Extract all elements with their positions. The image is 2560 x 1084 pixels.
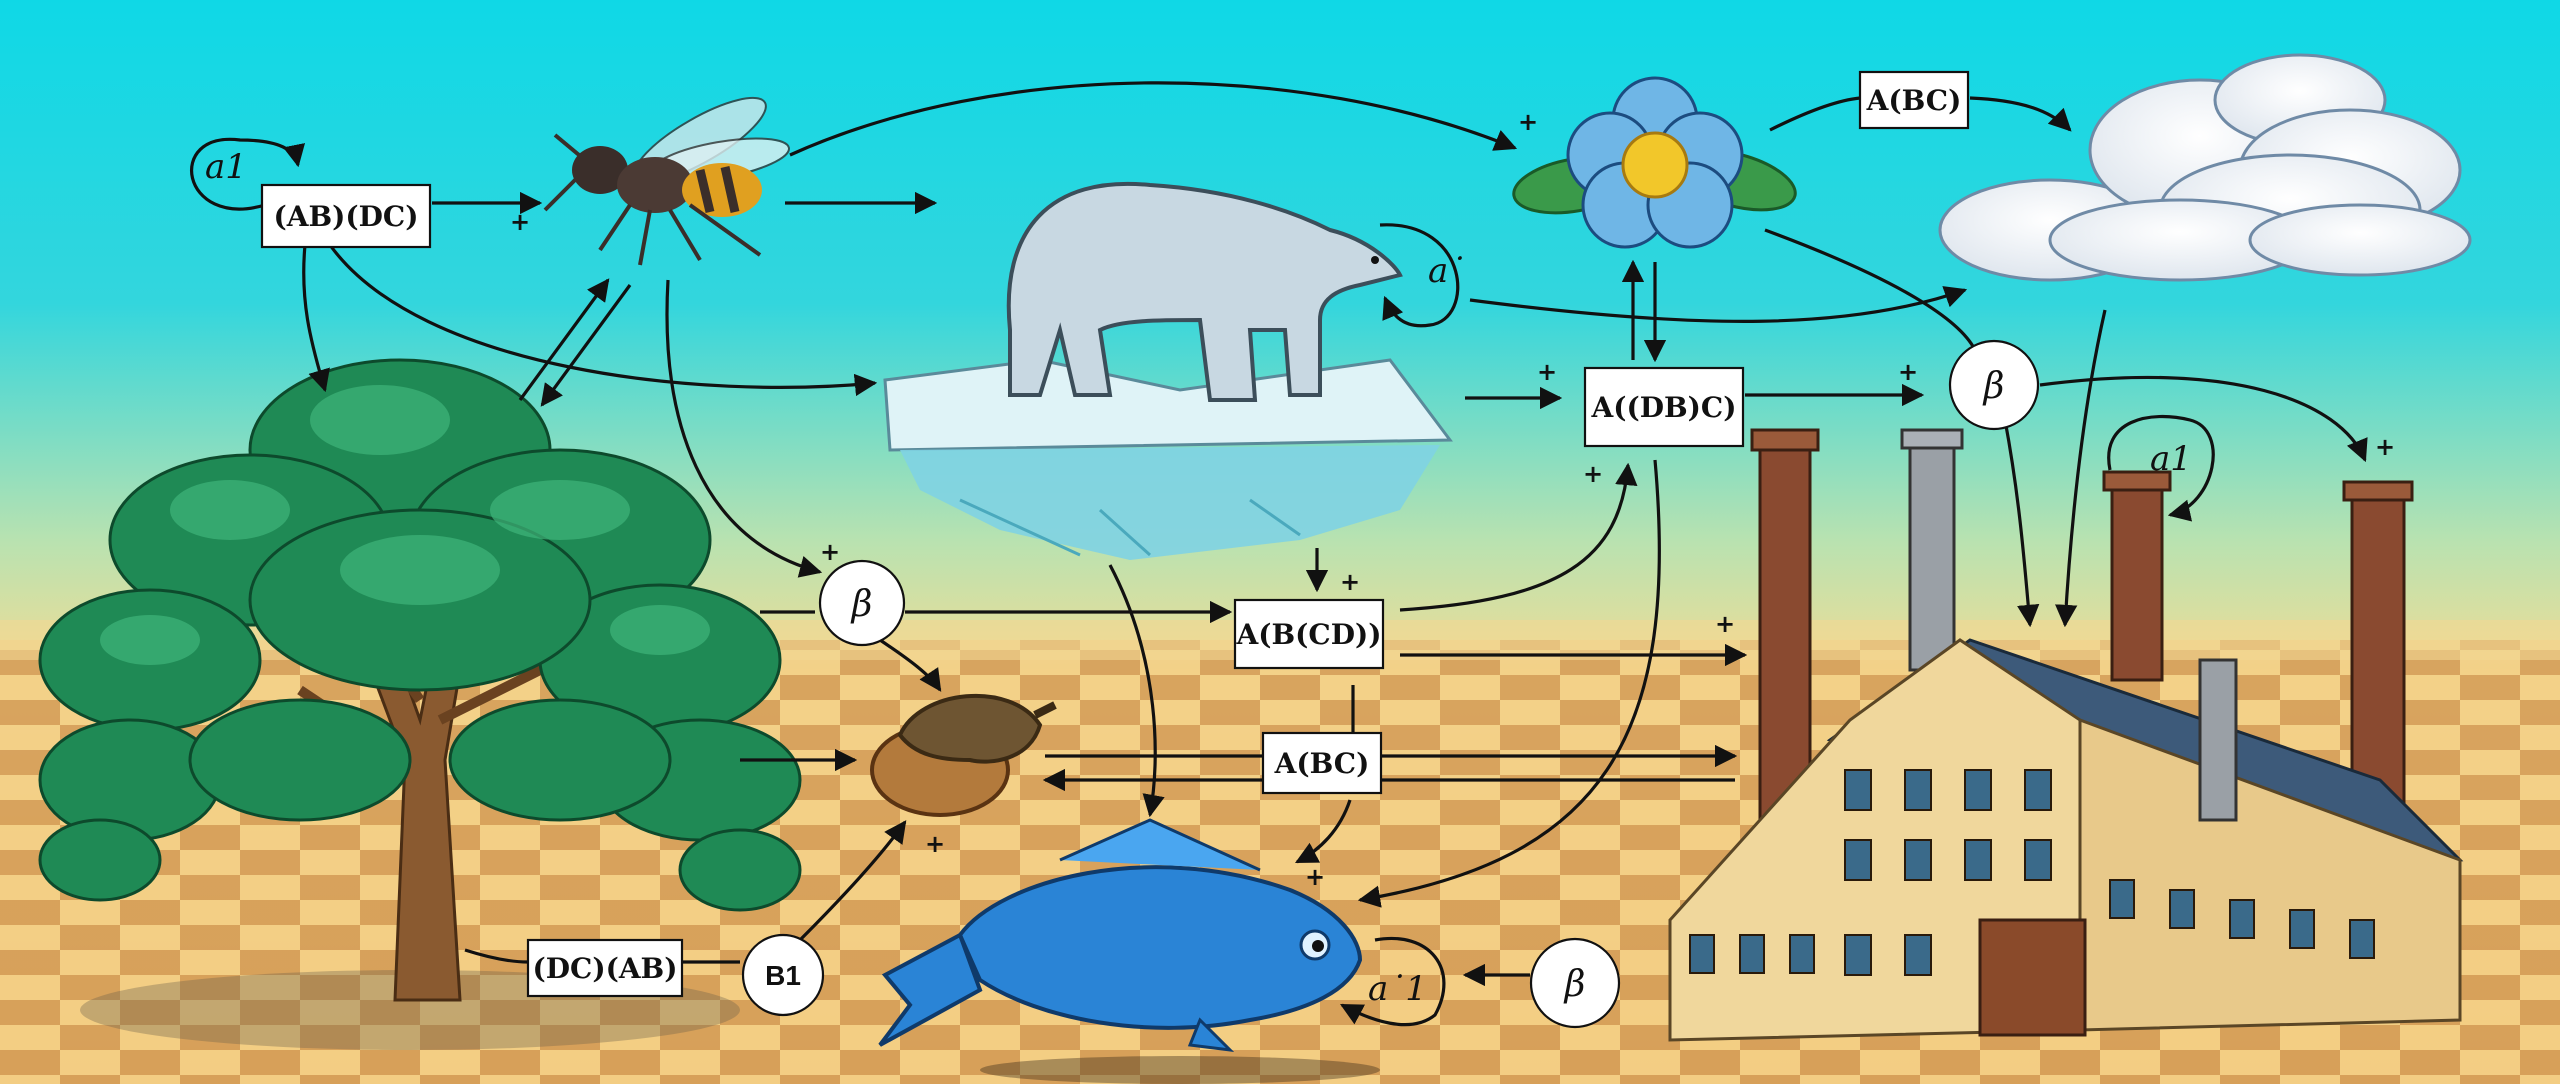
arrow-b1-to-acorn: [798, 820, 907, 942]
arrow-beta-to-chimney: [2039, 375, 2368, 463]
arrows-layer: [190, 81, 2368, 1027]
loop-label-a-dot-bear: a˙: [1428, 251, 1465, 291]
arrow-beta-to-factory: [2003, 419, 2040, 628]
arrow-flower-to-abc: [1769, 96, 1861, 132]
arrow-abcd-to-adbc: [1399, 462, 1638, 612]
node-a-bc-mid: A(BC): [1261, 731, 1383, 795]
plus-sign: +: [1583, 460, 1603, 488]
loop-arrow-a-dot-1-fish: [1340, 936, 1446, 1027]
polar-bear-icon: [883, 181, 1453, 560]
arrow-beta-to-acorn: [879, 638, 942, 692]
loop-arrow-a-dot-bear: [1379, 223, 1460, 328]
arrow-adbc-to-fish: [1357, 459, 1661, 908]
factory-icon: [1668, 428, 2464, 1042]
node-ab-dc-label: (AB)(DC): [274, 200, 419, 233]
arrow-wasp-to-tree: [540, 284, 632, 407]
arrow-flower-to-beta: [1764, 228, 1977, 351]
node-a-bc-top: A(BC): [1858, 70, 1970, 130]
plus-sign: +: [510, 208, 530, 236]
node-dc-ab-label: (DC)(AB): [533, 952, 678, 985]
arrow-abc-to-fish: [1295, 799, 1352, 864]
node-a-bc-top-label: A(BC): [1866, 84, 1962, 117]
node-beta-bottom-label: β: [1563, 964, 1586, 1005]
node-ab-dc: (AB)(DC): [260, 183, 432, 249]
arrow-abdc-to-tree: [302, 244, 330, 393]
node-beta-right: β: [1948, 339, 2040, 431]
fish-icon: [878, 818, 1380, 1084]
node-b1-label: B1: [765, 960, 801, 991]
node-beta-bottom: β: [1529, 937, 1621, 1029]
plus-sign: +: [820, 538, 840, 566]
node-a-bc-mid-label: A(BC): [1274, 747, 1370, 780]
plus-sign: +: [1518, 108, 1538, 136]
cloud-icon: [1938, 53, 2472, 282]
plus-signs: + + + + + + + + + + +: [510, 108, 2395, 891]
loop-label-a1-top-left: a1: [205, 147, 247, 187]
node-beta-right-label: β: [1982, 366, 2005, 407]
arrow-bear-loop-to-cloud: [1469, 286, 1968, 323]
plus-sign: +: [2375, 433, 2395, 461]
arrow-iceberg-to-fish: [1108, 564, 1165, 818]
loop-label-a-dot-1-fish: a˙1: [1368, 969, 1427, 1009]
node-a-db-c-label: A((DB)C): [1591, 391, 1737, 424]
wasp-icon: [543, 96, 791, 266]
node-a-b-cd-label: A(B(CD)): [1236, 618, 1382, 651]
node-b1: B1: [741, 933, 825, 1017]
plus-sign: +: [925, 830, 945, 858]
arrow-tree-to-wasp: [518, 278, 610, 401]
arrow-abc-to-cloud: [1969, 96, 2072, 132]
node-beta-left-label: β: [850, 584, 873, 625]
plus-sign: +: [1898, 358, 1918, 386]
arrow-wasp-to-flower: [789, 81, 1518, 157]
node-a-b-cd: A(B(CD)): [1233, 598, 1385, 670]
loop-arrow-a1-top-left: [190, 137, 306, 211]
loop-label-a1-factory: a1: [2150, 439, 2192, 479]
oak-tree-icon: [38, 358, 802, 1050]
arrow-cloud-to-factory: [2055, 309, 2107, 628]
flower-icon: [1512, 76, 1797, 249]
acorn-icon: [870, 693, 1057, 817]
node-a-db-c: A((DB)C): [1583, 366, 1745, 448]
loop-arrow-a1-factory: [2107, 414, 2215, 522]
node-dc-ab: (DC)(AB): [526, 938, 684, 998]
arrow-tree-to-dcab: [464, 948, 529, 964]
arrow-wasp-to-beta: [665, 279, 823, 578]
plus-sign: +: [1715, 610, 1735, 638]
plus-sign: +: [1305, 863, 1325, 891]
node-beta-left: β: [818, 559, 906, 647]
plus-sign: +: [1537, 358, 1557, 386]
plus-sign: +: [1340, 568, 1360, 596]
